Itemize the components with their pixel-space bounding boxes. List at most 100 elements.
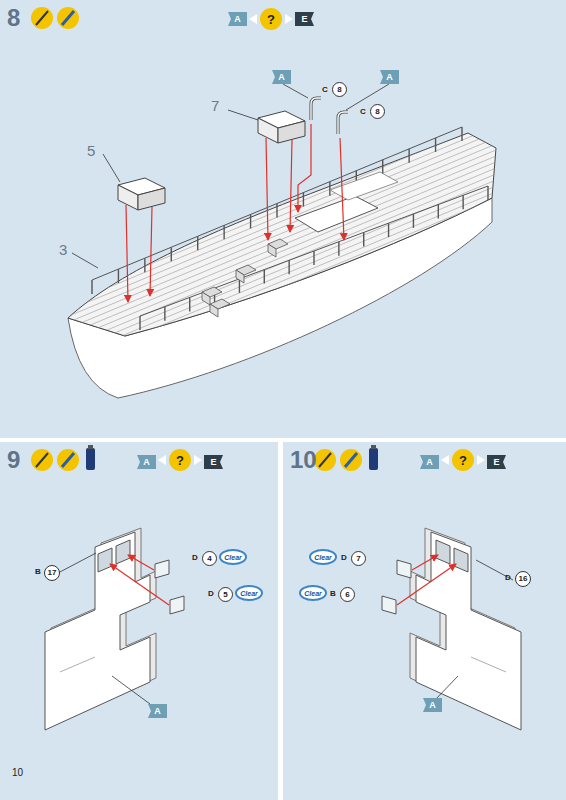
part-text: 7: [356, 555, 360, 563]
callout-number: 16: [515, 571, 531, 587]
part-text: 4: [207, 555, 211, 563]
rail-post: [462, 195, 463, 209]
part-letter: D: [505, 574, 511, 582]
arrow-right: [285, 14, 293, 24]
question-icon: ?: [441, 449, 485, 471]
callout-number: 17: [44, 565, 60, 581]
step-panel: 10A?EClear716Clear6A: [283, 442, 566, 800]
deck-plank: [40, 110, 520, 310]
part-text: A: [386, 73, 393, 82]
rail-post: [171, 247, 172, 261]
deck-plank: [40, 152, 520, 352]
page-number: 10: [12, 768, 23, 778]
deck-plank: [40, 188, 520, 388]
part-number: 7: [211, 98, 219, 113]
flag-e: E: [204, 455, 223, 469]
part-letter: C: [360, 108, 366, 116]
deck-plank: [40, 140, 520, 340]
deck-plank: [40, 200, 520, 400]
rail-post: [461, 127, 462, 141]
arrow-right: [477, 455, 485, 465]
part-text: 16: [519, 575, 528, 583]
callout-number: 7: [351, 551, 366, 566]
part-text: E: [493, 458, 499, 467]
part-text: A: [278, 73, 285, 82]
rail-post: [338, 242, 339, 256]
flag-fill: [228, 12, 247, 26]
flag-a: A: [380, 70, 399, 84]
clear-tag: Clear: [219, 549, 247, 565]
flag-a: A: [420, 455, 439, 469]
flag-fill: [420, 455, 439, 469]
part-text: A: [426, 458, 433, 467]
part-text: 5: [223, 591, 227, 599]
rail-post: [435, 138, 436, 152]
rail-post: [413, 214, 414, 228]
rail-post: [144, 258, 145, 272]
deck-plank: [40, 80, 520, 280]
deck-plank: [40, 170, 520, 370]
deck-plank: [40, 134, 520, 334]
rail-post: [164, 307, 165, 321]
step-number: 9: [7, 448, 20, 472]
step-number: 10: [290, 448, 317, 472]
deck-plank: [40, 116, 520, 316]
part-number: 3: [59, 242, 67, 257]
part-text: 6: [345, 591, 349, 599]
part-text: Clear: [314, 554, 332, 561]
flag-e: E: [295, 12, 314, 26]
rail-post: [118, 269, 119, 283]
deck-plank: [40, 92, 520, 292]
deck-plank: [40, 206, 520, 406]
part-text: Clear: [304, 590, 322, 597]
rail-post: [276, 204, 277, 218]
flag-fill: [137, 455, 156, 469]
rail-post: [239, 279, 240, 293]
part-text: A: [143, 458, 150, 467]
part-text: ?: [176, 454, 184, 467]
deck-plank: [40, 146, 520, 346]
arrow-left: [249, 14, 257, 24]
part-letter: D: [192, 554, 198, 562]
rail-post: [197, 236, 198, 250]
flag-fill: [423, 698, 442, 712]
callout-number: 8: [370, 104, 385, 119]
step-number: 8: [7, 6, 20, 30]
rail-post: [487, 186, 488, 200]
deck-plank: [40, 122, 520, 322]
flag-a: A: [272, 70, 291, 84]
clear-tag: Clear: [235, 585, 263, 601]
clear-tag: Clear: [309, 549, 337, 565]
deck-plank: [40, 50, 520, 250]
part-letter: B: [330, 590, 336, 598]
rail-post: [223, 225, 224, 239]
callout-number: 8: [332, 82, 347, 97]
part-text: Clear: [240, 590, 258, 597]
question-circle: [452, 449, 474, 471]
rail-post: [363, 232, 364, 246]
rail-post: [313, 251, 314, 265]
part-number: 5: [87, 143, 95, 158]
flag-a: A: [148, 704, 167, 718]
arrow-left: [441, 455, 449, 465]
part-letter: D: [208, 590, 214, 598]
part-letter: C: [322, 86, 328, 94]
question-icon: ?: [249, 8, 293, 30]
deck-plank: [40, 182, 520, 382]
deck-plank: [40, 98, 520, 298]
part-text: E: [301, 15, 307, 24]
flag-e: E: [487, 455, 506, 469]
deck-plank: [40, 212, 520, 412]
clear-tag: Clear: [299, 585, 327, 601]
arrow-right: [194, 455, 202, 465]
rail: [92, 127, 462, 280]
rail-post: [438, 205, 439, 219]
callout-number: 4: [202, 551, 217, 566]
deck-plank: [40, 128, 520, 328]
part-text: 8: [337, 86, 341, 94]
rail-post: [139, 316, 140, 330]
flag-fill: [272, 70, 291, 84]
deck-plank: [40, 194, 520, 394]
deck-plank: [40, 68, 520, 268]
